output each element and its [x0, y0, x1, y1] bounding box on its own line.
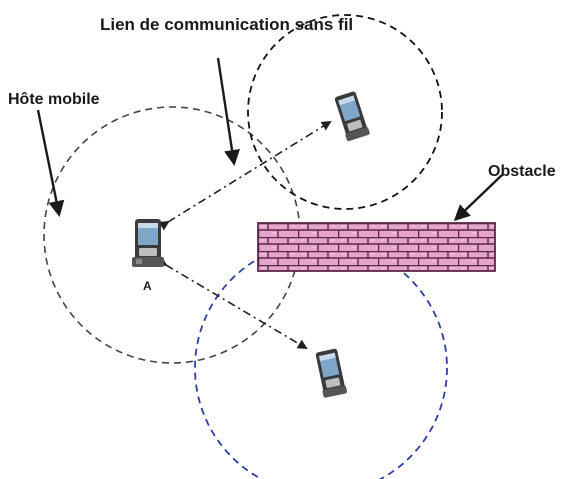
- brick-wall-icon: [257, 222, 496, 272]
- wireless-link-a-to-top: [158, 120, 332, 231]
- label-node-a: A: [143, 279, 152, 293]
- pointer-arrow-obstacle: [453, 174, 503, 222]
- pda-device-icon: [315, 348, 347, 398]
- range-circle-host-top: [247, 14, 443, 210]
- obstacle-wall: [257, 222, 496, 272]
- wireless-link-a-to-bottom: [156, 256, 308, 350]
- label-obstacle: Obstacle: [488, 163, 556, 180]
- pointer-arrow-mobile-host: [36, 109, 65, 217]
- mobile-host-a: [132, 219, 164, 267]
- pointer-arrow-wireless-link: [216, 57, 240, 166]
- label-mobile-host: Hôte mobile: [8, 91, 100, 108]
- pda-device-icon: [132, 219, 164, 267]
- mobile-host-bottom: [315, 348, 347, 398]
- label-wireless-link: Lien de communication sans fil: [100, 15, 353, 34]
- mobile-host-top: [334, 91, 370, 142]
- pda-device-icon: [334, 91, 370, 142]
